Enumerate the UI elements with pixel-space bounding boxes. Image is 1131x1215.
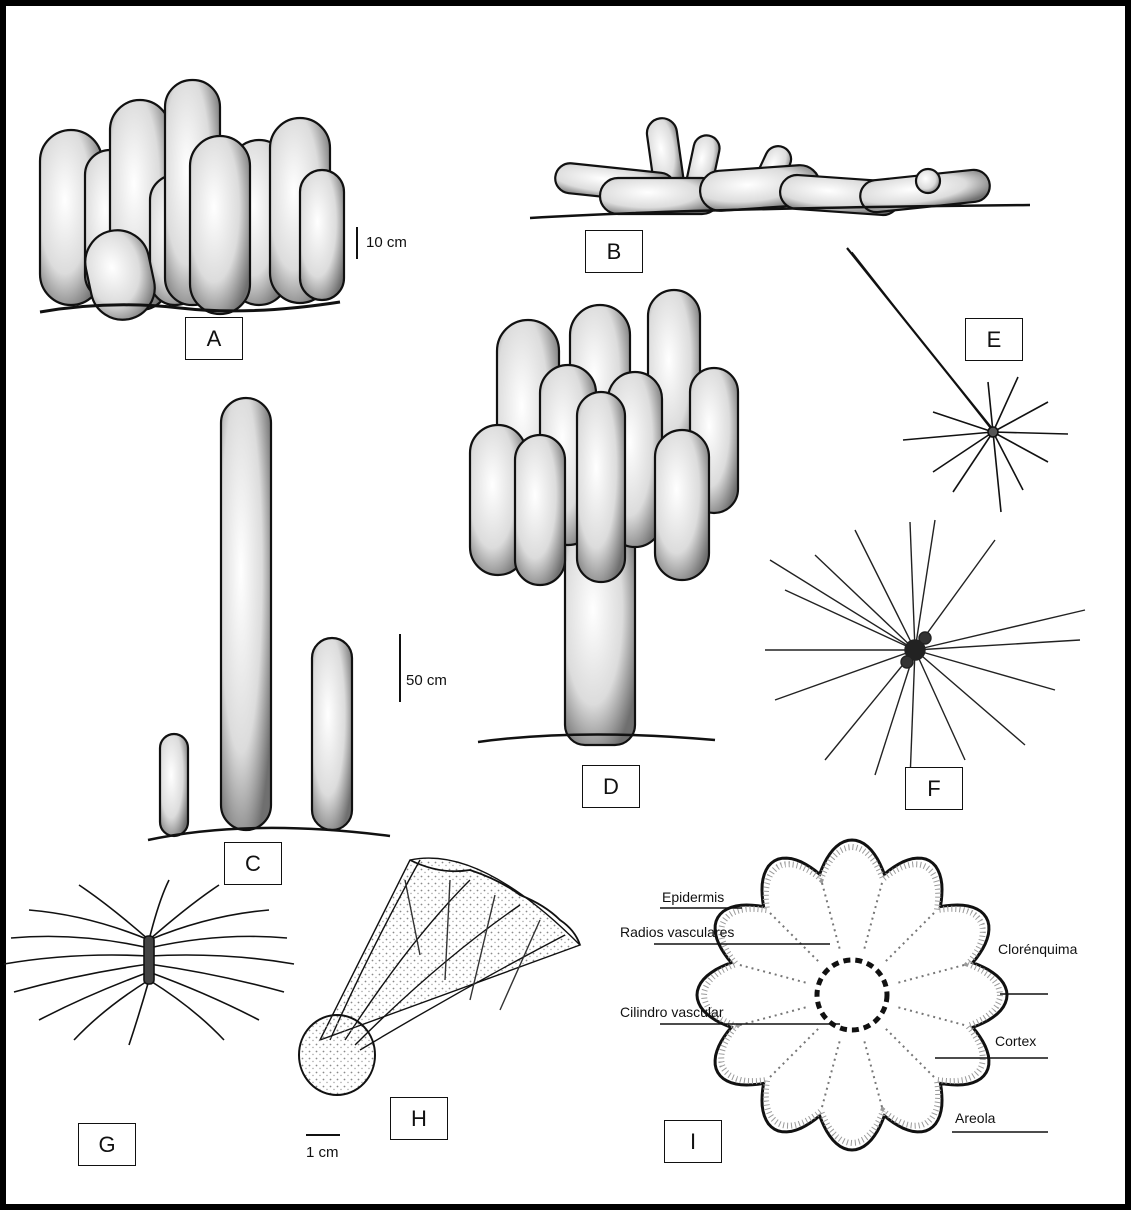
illustration-f-areole-spines <box>765 520 1085 780</box>
label-radios-vasculares: Radios vasculares <box>620 924 734 940</box>
cross-section-outline <box>697 840 1007 1150</box>
panel-label-b: B <box>585 230 643 273</box>
scale-label-10cm: 10 cm <box>366 234 407 251</box>
panel-label-h: H <box>390 1097 448 1140</box>
label-cilindro-vascular: Cilindro vascular <box>620 1004 723 1020</box>
label-clorenquima: Clorénquima <box>998 941 1077 957</box>
illustration-g-pectinate-spines <box>4 880 294 1045</box>
panel-label-f: F <box>905 767 963 810</box>
panel-label-e: E <box>965 318 1023 361</box>
illustration-e-areole-spines <box>847 248 1068 512</box>
scale-label-1cm: 1 cm <box>306 1144 339 1161</box>
illustration-i-stem-cross-section <box>654 840 1048 1150</box>
illustration-h-flower <box>299 858 580 1095</box>
panel-label-c: C <box>224 842 282 885</box>
label-areola: Areola <box>955 1110 995 1126</box>
panel-label-g: G <box>78 1123 136 1166</box>
illustration-b-creeping-cactus <box>530 116 1030 218</box>
panel-label-d: D <box>582 765 640 808</box>
illustration-d-candelabra-cactus <box>470 290 738 745</box>
label-epidermis: Epidermis <box>662 889 724 905</box>
panel-label-a: A <box>185 317 243 360</box>
panel-label-i: I <box>664 1120 722 1163</box>
label-cortex: Cortex <box>995 1033 1036 1049</box>
illustration-c-columnar-cacti <box>148 398 390 840</box>
scale-label-50cm: 50 cm <box>406 672 447 689</box>
illustration-a-cactus-cluster <box>40 80 344 326</box>
